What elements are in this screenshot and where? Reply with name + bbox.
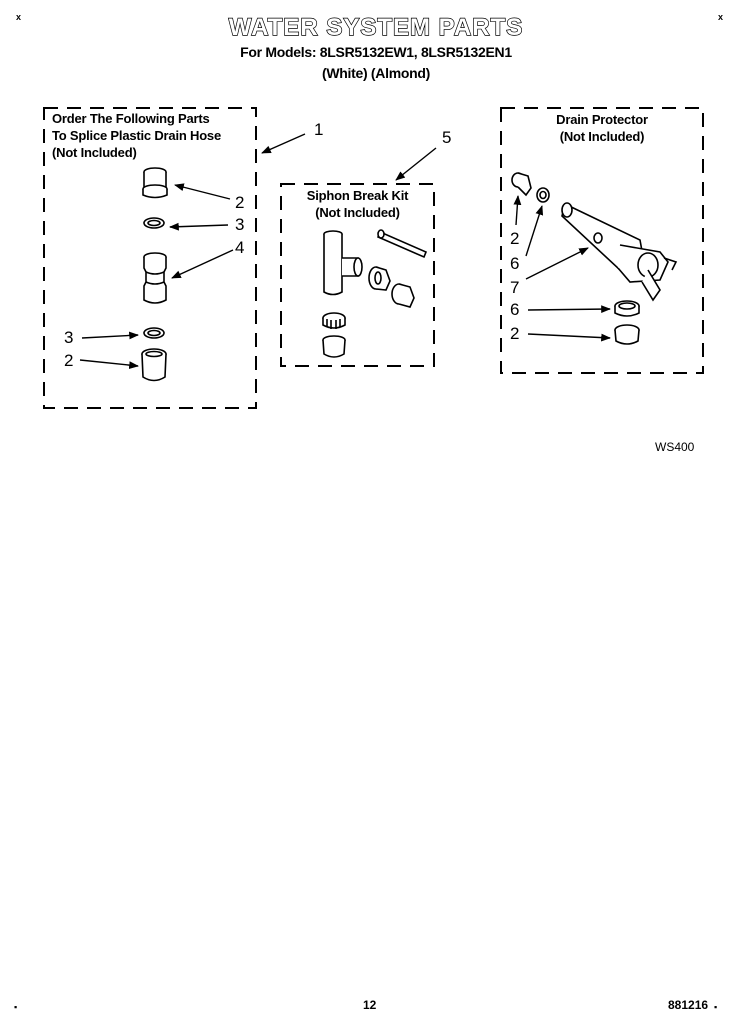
corner-mark-bottom-left: ▪ [14, 1002, 18, 1012]
drain-cap-part [511, 172, 532, 197]
callout-splice-4: 4 [235, 238, 245, 257]
drain-label-line2: (Not Included) [559, 129, 645, 144]
callout-splice-2a: 2 [235, 193, 245, 212]
callout-drain-2b: 2 [510, 324, 520, 343]
splice-clamp-bottom-part [143, 327, 165, 339]
splice-label-line2: To Splice Plastic Drain Hose [52, 128, 221, 143]
leader-splice-3a [169, 222, 229, 231]
models-line: For Models: 8LSR5132EW1, 8LSR5132EN1 [240, 44, 512, 60]
drain-label-line1: Drain Protector [556, 112, 648, 127]
figure-code: WS400 [655, 440, 695, 454]
callout-5: 5 [442, 128, 452, 147]
document-number: 881216 [668, 998, 709, 1012]
corner-mark-top-left: x [16, 12, 22, 22]
splice-coupler-top-part [142, 167, 168, 199]
siphon-cup-part [322, 335, 346, 358]
siphon-box-label: Siphon Break Kit (Not Included) [281, 187, 434, 221]
leader-splice-4 [171, 249, 234, 279]
splice-label-line3: (Not Included) [52, 145, 137, 160]
leader-drain-2a [513, 195, 522, 226]
drain-ring-part [614, 300, 640, 317]
callout-splice-2b: 2 [64, 351, 74, 370]
siphon-label-line1: Siphon Break Kit [306, 188, 409, 203]
callout-drain-2a: 2 [510, 229, 520, 248]
drain-body-part [561, 202, 678, 302]
siphon-nut-part [368, 266, 391, 291]
splice-parts-box [43, 107, 257, 409]
leader-1 [261, 133, 306, 154]
leader-splice-3b [81, 331, 139, 340]
siphon-tee-part [323, 230, 363, 296]
callout-drain-6b: 6 [510, 300, 520, 319]
leader-drain-7 [525, 247, 589, 280]
splice-box-label: Order The Following Parts To Splice Plas… [52, 110, 221, 161]
siphon-cap-part [391, 283, 415, 308]
splice-connector-part [143, 252, 167, 304]
leader-5 [395, 147, 437, 181]
callout-splice-3a: 3 [235, 215, 245, 234]
siphon-grommet-part [322, 312, 346, 329]
corner-mark-top-right: x [718, 12, 724, 22]
page-number: 12 [363, 998, 377, 1012]
splice-label-line1: Order The Following Parts [52, 111, 210, 126]
leader-drain-6b [527, 305, 611, 314]
callout-drain-7: 7 [510, 278, 520, 297]
leader-splice-2a [174, 183, 231, 200]
splice-clamp-top-part [143, 217, 165, 229]
drain-box-label: Drain Protector (Not Included) [501, 111, 703, 145]
drain-cup-part [614, 324, 640, 345]
leader-drain-2b [527, 333, 611, 342]
leader-drain-6a [525, 205, 544, 257]
siphon-rod-part [376, 229, 428, 259]
callout-1: 1 [314, 120, 324, 139]
drain-small-nut-part [536, 187, 550, 203]
callout-splice-3b: 3 [64, 328, 74, 347]
leader-splice-2b [79, 359, 139, 369]
splice-coupler-bottom-part [141, 348, 167, 382]
drain-protector-box [500, 107, 704, 374]
colors-line: (White) (Almond) [322, 65, 430, 81]
corner-mark-bottom-right: ▪ [714, 1002, 718, 1012]
siphon-break-box [280, 183, 435, 367]
callout-drain-6a: 6 [510, 254, 520, 273]
page-title: WATER SYSTEM PARTS [228, 13, 524, 41]
siphon-label-line2: (Not Included) [315, 205, 400, 220]
